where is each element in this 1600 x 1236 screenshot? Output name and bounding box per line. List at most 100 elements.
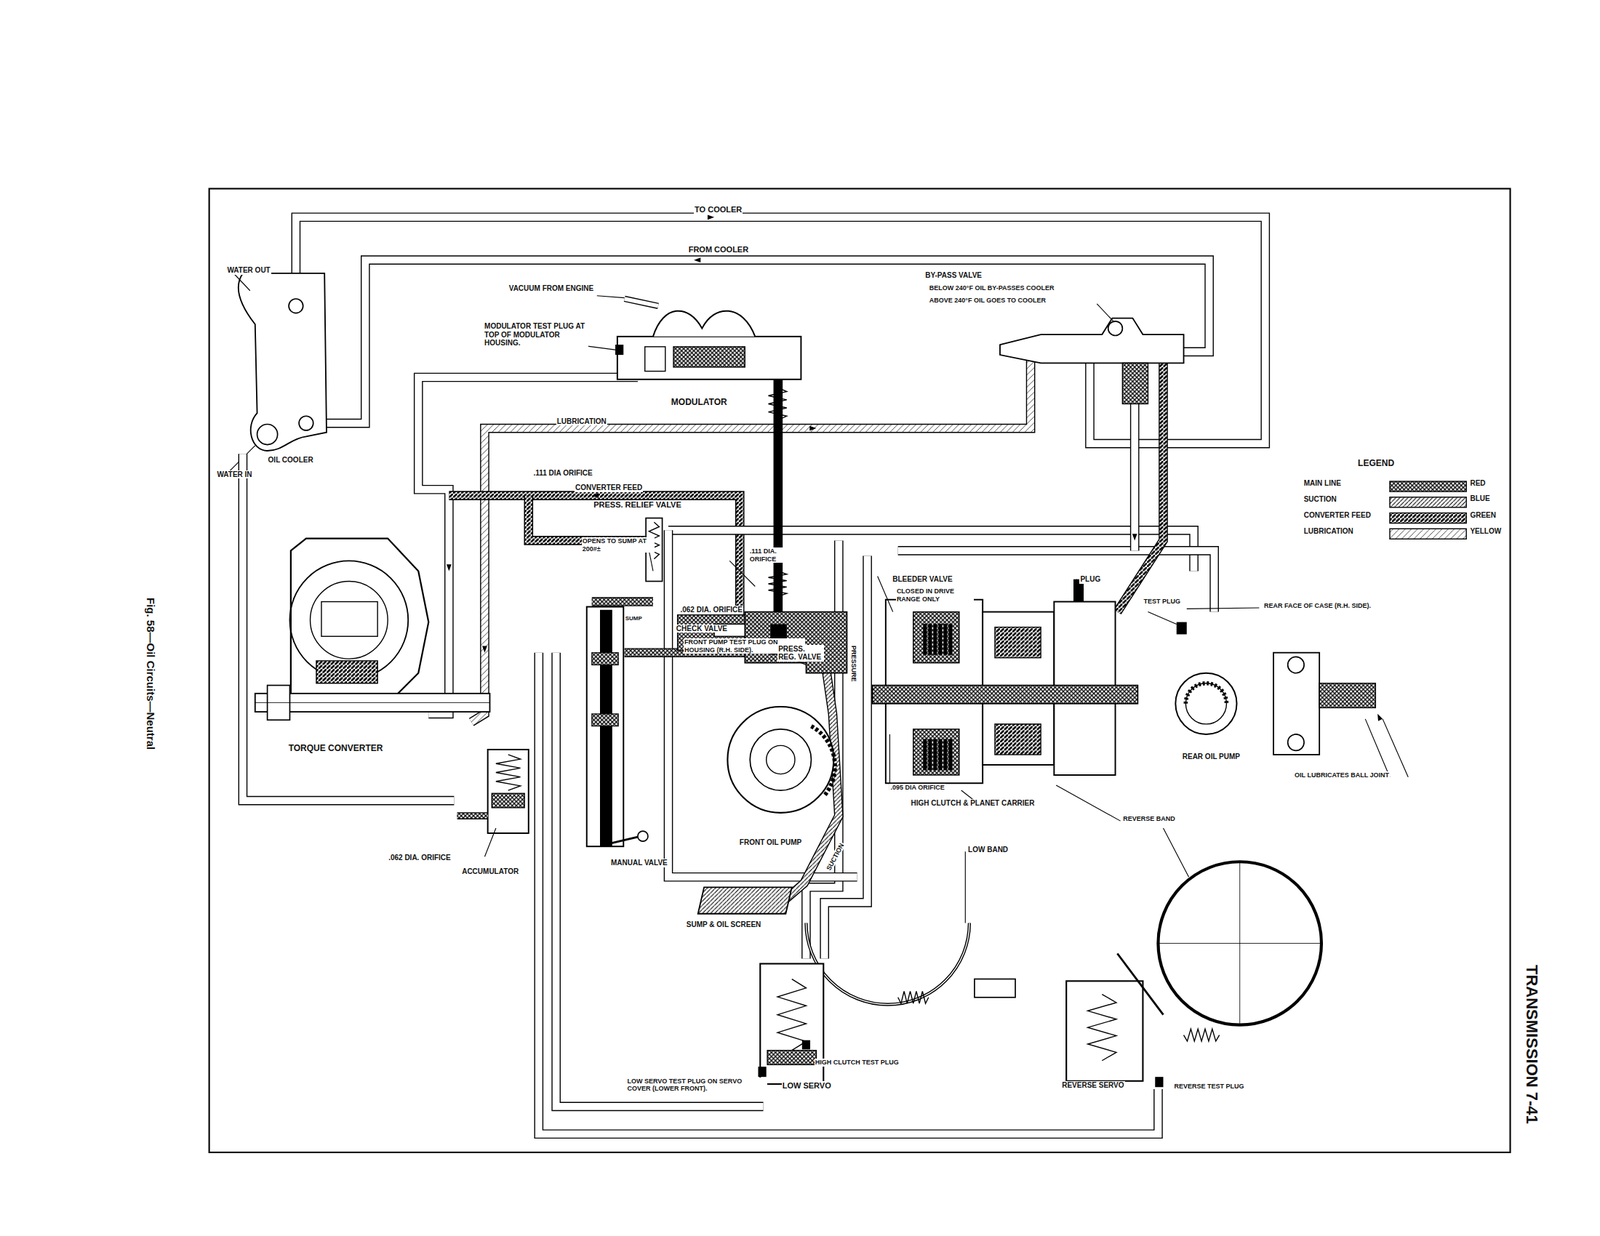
test-plug (1176, 622, 1187, 635)
band-adjuster (974, 979, 1016, 998)
page-frame (209, 188, 1511, 1152)
part-label: REAR OIL PUMP (1181, 752, 1241, 762)
flow-arrow (446, 564, 452, 571)
leader-line (1162, 828, 1189, 878)
oil-passage (296, 217, 1266, 444)
part-label: TORQUE CONVERTER (288, 744, 384, 755)
planet-gear (994, 627, 1041, 659)
bypass-plug (1122, 362, 1148, 404)
part-label: FRONT OIL PUMP (738, 838, 803, 848)
part-label: MANUAL VALVE (610, 858, 669, 868)
center-line (1239, 861, 1240, 1025)
output-shaft (1319, 683, 1376, 709)
legend-sample (1389, 497, 1467, 508)
part-label: FROM COOLER (688, 245, 750, 255)
legend-text: MAIN LINE (1303, 479, 1342, 488)
test-plug (1154, 1077, 1163, 1088)
oil-cooler (238, 273, 327, 451)
clutch-plate (938, 739, 942, 771)
clutch-plate (933, 624, 937, 655)
converter-torus (310, 581, 389, 660)
clutch-plate (949, 624, 952, 655)
reverse-servo-body (1066, 981, 1143, 1081)
part-label: YELLOW (1469, 527, 1502, 536)
part-label: CLOSED IN DRIVE RANGE ONLY (896, 587, 974, 603)
cooler-fitting (298, 416, 314, 431)
part-label: LEGEND (1357, 458, 1395, 470)
part-label: SUMP (624, 615, 643, 622)
part-label: OIL COOLER (267, 456, 315, 465)
part-label: PLUG (1079, 575, 1102, 584)
modulator-housing (617, 336, 802, 380)
part-label: VACUUM FROM ENGINE (508, 284, 595, 294)
servo-piston (767, 1050, 816, 1066)
part-label: WATER IN (216, 470, 253, 480)
oil-passage (448, 496, 740, 618)
leader-line (1056, 785, 1120, 822)
legend-sample (1389, 528, 1467, 539)
leader-line (1365, 719, 1390, 778)
oil-passage-wall (457, 812, 488, 820)
oil-screen (698, 887, 792, 914)
modulator-diaphragm (653, 311, 755, 337)
part-label: LUBRICATION (556, 417, 608, 427)
rear-pump-gear (1185, 683, 1227, 725)
modulator-valve (673, 346, 745, 368)
part-label: ABOVE 240°F OIL GOES TO COOLER (928, 296, 1047, 304)
lever-pivot (637, 831, 648, 842)
legend-text: CONVERTER FEED (1303, 511, 1372, 520)
part-label: BLUE (1469, 494, 1491, 504)
part-label: .111 DIA ORIFICE (532, 469, 593, 478)
spring-symbol (898, 991, 929, 1004)
pump-gear-teeth (810, 726, 835, 796)
part-label: RED (1469, 479, 1486, 488)
oil-passage-wall (448, 496, 740, 618)
clutch-plate (944, 624, 947, 655)
leader-line (965, 851, 966, 923)
part-label: CONVERTER FEED (574, 483, 643, 493)
output-flange (1273, 653, 1320, 755)
modulator-spring (768, 387, 787, 421)
bypass-ball (1108, 321, 1123, 336)
servo-spring (777, 979, 806, 1051)
part-label: HIGH CLUTCH TEST PLUG (814, 1058, 900, 1067)
page-header: TRANSMISSION 7-41 (1522, 964, 1541, 1126)
part-label: TO COOLER (693, 205, 743, 215)
accumulator-spring (496, 754, 521, 791)
spring-symbol (1184, 1029, 1220, 1042)
part-label: BELOW 240°F OIL BY-PASSES COOLER (928, 284, 1056, 292)
bearing (1288, 734, 1304, 751)
front-pump-gear (749, 729, 811, 791)
oil-passage (457, 813, 488, 819)
rear-pump-housing (1175, 673, 1237, 735)
oil-passage (624, 298, 659, 307)
manual-valve-spool (600, 610, 613, 847)
reverse-band (1157, 861, 1321, 1025)
part-label: PRESSURE (849, 645, 857, 683)
oil-passage (592, 598, 654, 606)
leader-line (1186, 608, 1260, 609)
part-label: .062 DIA. ORIFICE (387, 853, 452, 863)
flow-arrow (1132, 533, 1138, 541)
clutch-plate (944, 739, 947, 771)
part-label: WATER OUT (226, 266, 271, 275)
flow-arrow (1377, 714, 1383, 722)
converter-hub (316, 661, 378, 684)
servo-rod (1117, 953, 1163, 1015)
leader-line (889, 734, 891, 791)
part-label: .062 DIA. ORIFICE (679, 605, 744, 615)
front-pump-hub (766, 745, 795, 774)
planet-gear (994, 724, 1041, 755)
clutch-plate (938, 624, 942, 655)
main-shaft (872, 685, 1139, 704)
part-label: REAR FACE OF CASE (R.H. SIDE). (1263, 602, 1372, 610)
leader-line (877, 576, 894, 612)
part-label: HIGH CLUTCH & PLANET CARRIER (910, 799, 1036, 808)
test-plug (757, 1066, 766, 1078)
clutch-piston (913, 612, 960, 664)
oil-passage (1117, 352, 1163, 613)
legend-sample (1389, 513, 1467, 524)
part-label: REVERSE SERVO (1061, 1081, 1125, 1091)
rear-pump-teeth (1185, 683, 1227, 704)
